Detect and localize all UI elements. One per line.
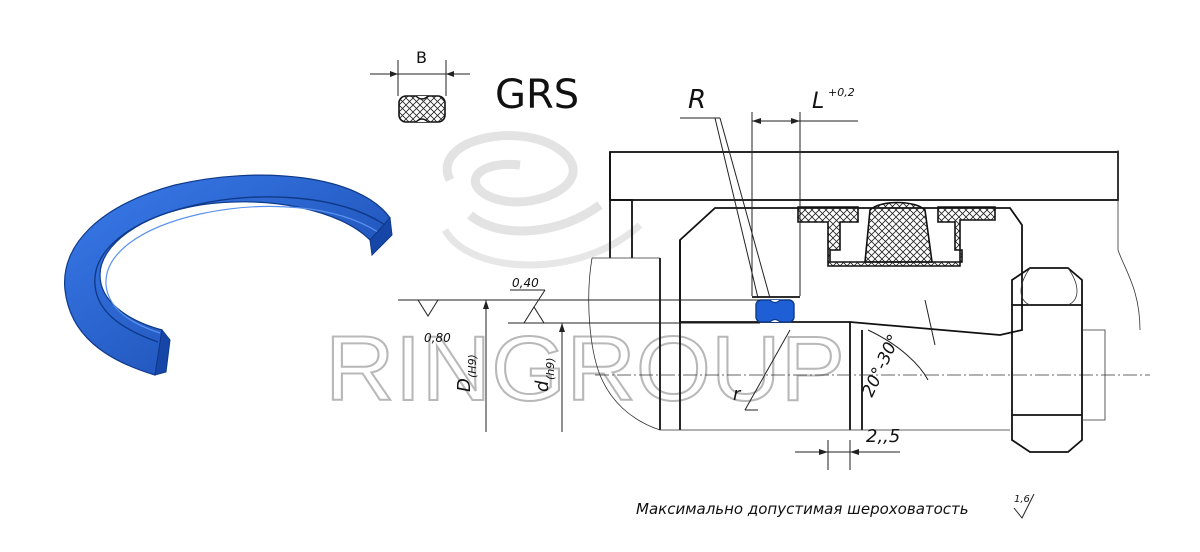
dimension-lines (398, 112, 936, 470)
chamfer-length-label: 2,,5 (866, 426, 900, 447)
housing-bore (609, 150, 1141, 331)
small-radius-r-label: r (733, 384, 742, 405)
watermark-text: RINGROUP (325, 318, 845, 420)
shaft-d-fit: (h9) (544, 357, 557, 380)
roughness-top-label: 0,40 (512, 276, 539, 290)
radius-r-label: R (688, 85, 706, 115)
bore-d-label: D (454, 378, 475, 392)
profile-name: GRS (495, 72, 579, 118)
groove-l-tolerance: +0,2 (828, 86, 855, 99)
roughness-bottom-label: 0,80 (424, 331, 451, 345)
shaft-d-label: d (532, 380, 553, 392)
profile-legend (370, 60, 470, 123)
groove-l-label: L (812, 89, 824, 114)
seal-ring-3d (64, 174, 393, 376)
roughness-note-value: 1,6 (1014, 494, 1030, 505)
roughness-note: Максимально допустимая шероховатость (636, 500, 969, 518)
chamfer-angle-label: 20°-30° (858, 331, 904, 400)
piston-seal-section (797, 201, 996, 267)
roughness-symbol-icon (1013, 493, 1035, 519)
rod-seal-section (752, 296, 800, 323)
width-label-b: B (416, 48, 427, 67)
hex-nut (1011, 267, 1106, 453)
shaft (595, 322, 1150, 431)
watermark-logo (441, 131, 643, 269)
bore-d-fit: (H9) (466, 354, 479, 378)
